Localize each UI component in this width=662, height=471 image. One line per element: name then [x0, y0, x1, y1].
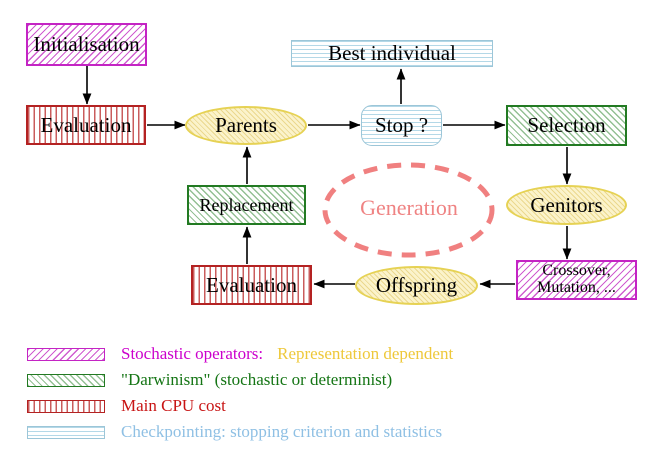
node-parents-label: Parents — [215, 113, 277, 138]
node-crossover-mutation: Crossover, Mutation, ... — [516, 260, 637, 300]
legend-label-darwinism: "Darwinism" (stochastic or determinist) — [121, 370, 393, 389]
node-stop-label: Stop ? — [374, 113, 429, 138]
node-offspring: Offspring — [355, 266, 478, 305]
node-stop: Stop ? — [361, 105, 442, 146]
legend-label-main-cpu-cost: Main CPU cost — [121, 396, 226, 415]
node-genitors: Genitors — [506, 185, 627, 225]
mutation-line: Mutation, ... — [537, 279, 616, 296]
legend-label-checkpointing: Checkpointing: stopping criterion and st… — [121, 422, 443, 441]
node-replacement: Replacement — [187, 185, 306, 225]
legend-label-representation-dependent: Representation dependent — [277, 344, 454, 363]
legend-swatch-green-hatch — [27, 373, 105, 387]
legend-item-main-cpu-cost: Main CPU cost — [27, 396, 226, 416]
node-evaluation-bottom-label: Evaluation — [206, 272, 297, 297]
node-evaluation-top: Evaluation — [26, 105, 146, 145]
node-offspring-label: Offspring — [375, 273, 458, 298]
node-generation-label: Generation — [360, 195, 458, 220]
node-genitors-label: Genitors — [530, 192, 603, 217]
node-generation: Generation — [330, 195, 488, 221]
node-evaluation-bottom: Evaluation — [191, 265, 312, 305]
generation-dashed-ellipse — [322, 162, 495, 258]
node-selection-label: Selection — [527, 113, 606, 138]
node-evaluation-top-label: Evaluation — [40, 112, 132, 137]
legend-item-stochastic-operators: Stochastic operators: Representation dep… — [27, 344, 453, 364]
node-parents: Parents — [185, 106, 307, 145]
node-best-individual: Best individual — [291, 40, 493, 67]
legend-swatch-magenta-hatch — [27, 347, 105, 361]
node-initialisation: Initialisation — [26, 23, 147, 66]
node-initialisation-label: Initialisation — [33, 32, 140, 57]
legend-label-stochastic-operators: Stochastic operators: — [121, 344, 264, 363]
crossover-line: Crossover, — [542, 262, 611, 280]
node-selection: Selection — [506, 105, 627, 146]
node-replacement-label: Replacement — [199, 194, 294, 215]
legend-swatch-red-stripes — [27, 399, 105, 413]
node-best-individual-label: Best individual — [328, 41, 456, 66]
legend-item-checkpointing: Checkpointing: stopping criterion and st… — [27, 422, 442, 442]
legend-item-darwinism: "Darwinism" (stochastic or determinist) — [27, 370, 392, 390]
legend-swatch-cyan-stripes — [27, 425, 105, 439]
node-crossover-mutation-label: Crossover, Mutation, ... — [537, 262, 616, 297]
